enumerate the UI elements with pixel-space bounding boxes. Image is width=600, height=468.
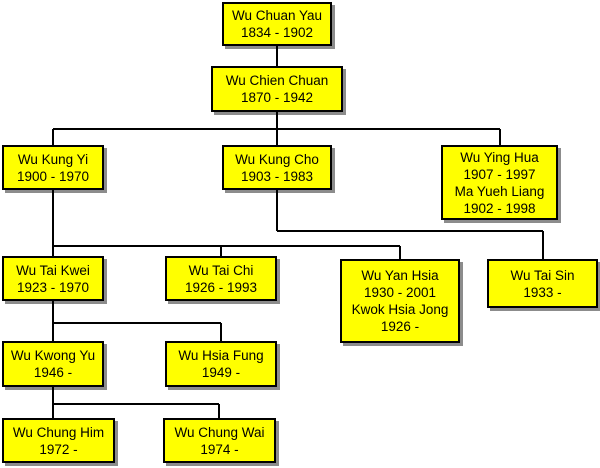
person-years: 1903 - 1983: [240, 168, 314, 184]
person-years: 1834 - 1902: [240, 25, 314, 40]
person-wu-hsia-fung: Wu Hsia Fung 1949 -: [165, 341, 277, 387]
person-name: Wu Yan Hsia: [361, 268, 439, 283]
person-name: Wu Tai Sin: [510, 267, 575, 283]
person-name: Wu Kung Cho: [235, 151, 319, 167]
person-wu-kung-cho: Wu Kung Cho 1903 - 1983: [222, 145, 332, 190]
person-wu-tai-kwei: Wu Tai Kwei 1923 - 1970: [2, 256, 104, 301]
person-wu-ying-hua: Wu Ying Hua 1907 - 1997 Ma Yueh Liang 19…: [441, 145, 558, 220]
person-name: Wu Tai Kwei: [16, 262, 90, 278]
person-name: Wu Chung Him: [12, 424, 105, 440]
person-years: 1900 - 1970: [16, 168, 90, 184]
person-years: 1946 -: [33, 365, 73, 380]
person-years: 1933 -: [523, 284, 562, 300]
person-name: Wu Chien Chuan: [225, 73, 329, 88]
person-wu-tai-chi: Wu Tai Chi 1926 - 1993: [165, 256, 277, 301]
person-wu-tai-sin: Wu Tai Sin 1933 -: [487, 259, 598, 308]
person-wu-chien-chuan: Wu Chien Chuan 1870 - 1942: [211, 66, 343, 112]
spouse-years: 1902 - 1998: [463, 200, 536, 216]
person-wu-chung-wai: Wu Chung Wai 1974 -: [163, 418, 276, 463]
person-years: 1974 -: [200, 441, 239, 457]
spouse-years: 1926 -: [380, 319, 420, 334]
spouse-name: Kwok Hsia Jong: [351, 302, 449, 317]
person-wu-chung-him: Wu Chung Him 1972 -: [2, 418, 115, 463]
person-years: 1907 - 1997: [463, 166, 536, 182]
person-name: Wu Tai Chi: [188, 262, 254, 278]
person-years: 1870 - 1942: [240, 90, 314, 105]
person-name: Wu Hsia Fung: [178, 348, 264, 363]
person-wu-yan-hsia: Wu Yan Hsia 1930 - 2001 Kwok Hsia Jong 1…: [340, 259, 460, 343]
person-years: 1949 -: [201, 365, 241, 380]
person-name: Wu Ying Hua: [460, 149, 539, 165]
person-years: 1926 - 1993: [184, 279, 258, 295]
person-years: 1930 - 2001: [363, 285, 437, 300]
person-years: 1923 - 1970: [16, 279, 90, 295]
spouse-name: Ma Yueh Liang: [454, 183, 545, 199]
person-wu-kwong-yu: Wu Kwong Yu 1946 -: [2, 341, 104, 387]
person-name: Wu Kung Yi: [17, 151, 89, 167]
person-name: Wu Chuan Yau: [231, 8, 323, 23]
person-name: Wu Chung Wai: [174, 424, 265, 440]
person-wu-kung-yi: Wu Kung Yi 1900 - 1970: [2, 145, 104, 190]
person-years: 1972 -: [39, 441, 78, 457]
person-wu-chuan-yau: Wu Chuan Yau 1834 - 1902: [222, 2, 332, 46]
person-name: Wu Kwong Yu: [10, 348, 96, 363]
